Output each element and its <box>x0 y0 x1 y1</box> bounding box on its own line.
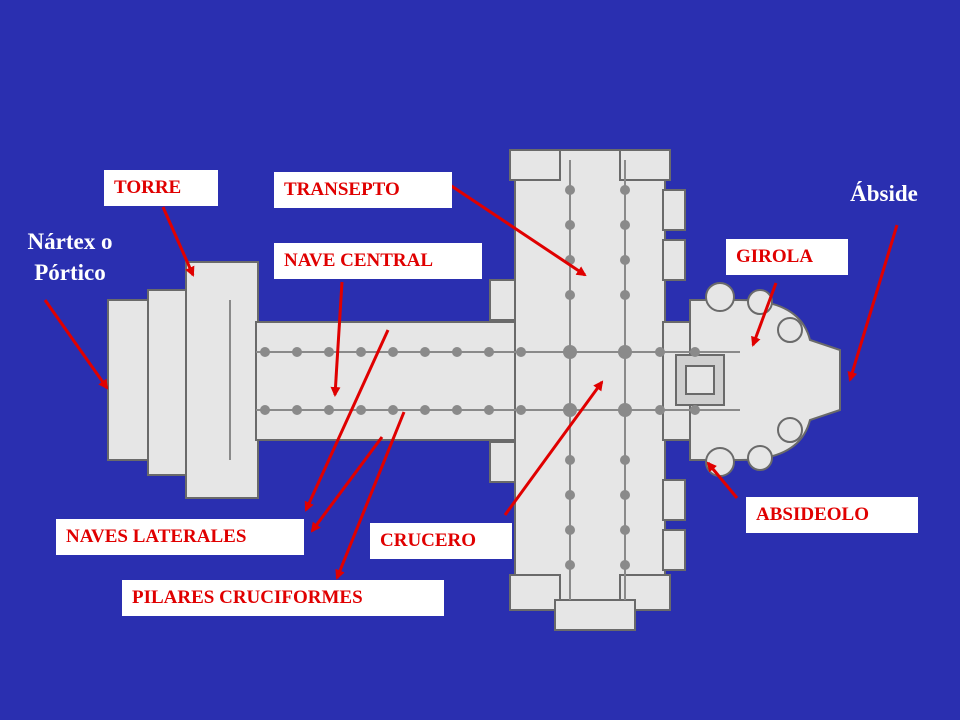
label-torre: TORRE <box>104 170 218 206</box>
arrow-nartex <box>43 299 109 390</box>
arrow-crucero <box>503 380 604 516</box>
plan-outline <box>107 149 841 631</box>
arrow-torre <box>161 206 195 277</box>
label-nartex-line2: Pórtico <box>34 260 106 285</box>
arrow-abside <box>847 224 899 382</box>
label-nartex: Nártex o Pórtico <box>6 226 134 288</box>
arrow-absideolo <box>706 461 739 499</box>
piers <box>260 185 700 570</box>
label-transepto: TRANSEPTO <box>274 172 452 208</box>
callout-arrows <box>43 183 899 580</box>
label-nartex-line1: Nártex o <box>27 229 113 254</box>
arrow-transepto <box>449 183 587 277</box>
label-naves-laterales: NAVES LATERALES <box>56 519 304 555</box>
label-nave-central: NAVE CENTRAL <box>274 243 482 279</box>
label-girola: GIROLA <box>726 239 848 275</box>
arrow-pilares <box>335 411 406 580</box>
arrow-nave-central <box>330 281 344 397</box>
label-absideolo: ABSIDEOLO <box>746 497 918 533</box>
arrow-naves-laterales-1 <box>304 329 390 512</box>
arrow-girola <box>751 282 778 347</box>
label-pilares-cruciformes: PILARES CRUCIFORMES <box>122 580 444 616</box>
arrow-naves-laterales-2 <box>310 436 384 533</box>
label-abside: Ábside <box>850 181 918 206</box>
label-crucero: CRUCERO <box>370 523 512 559</box>
